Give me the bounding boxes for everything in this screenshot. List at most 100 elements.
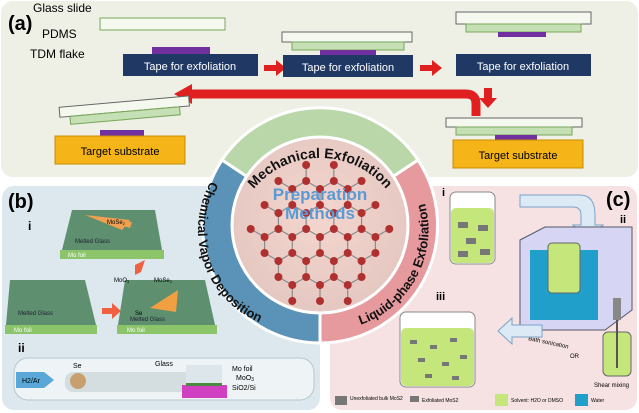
arrow-right-icon [264,60,286,76]
mo-foil [117,325,217,334]
shear-mixer-shaft [616,320,618,368]
pdms-label: PDMS [42,27,77,41]
mose2-triangle [150,290,178,312]
tdm-flake [320,50,376,55]
lattice-atom [371,233,380,241]
mo-foil-label: Mo foil [68,253,86,259]
exfoliated-mos2-flakes [410,338,467,380]
glass-slide [455,11,592,25]
hexagonal-lattice [246,161,394,305]
lattice-atom [274,177,283,185]
tape-label: Tape for exfoliation [144,61,236,73]
legend-item: Exfoliated MoS2 [422,398,459,404]
target-substrate [452,139,584,169]
solvent [401,328,474,386]
lattice-atom [274,257,283,265]
lattice-atom [246,225,255,233]
arrow-up-icon [135,260,145,275]
lattice-atom [329,161,338,169]
lattice-atom [288,281,297,289]
lattice-atom [288,297,297,305]
melted-glass-label: Melted Glass [18,311,53,317]
shear-mixing-label: Shear mixing [594,383,629,389]
lattice-atom [329,209,338,217]
legend-item: Unexfoliated bulk MoS2 [350,396,403,402]
legend-item: Solvent: H2O or DMSO [511,398,563,404]
arrow-down-icon [479,88,497,108]
panel-a-label: (a) [8,13,32,35]
lattice-atom [302,209,311,217]
target-substrate-label: Target substrate [479,150,558,162]
sio2si-label: SiO2/Si [232,385,256,392]
mose2-label: MoSe2 [154,278,173,284]
mose2-label: MoSe2 [107,220,126,226]
legend-swatch-solvent [495,394,508,406]
lattice-atom [302,225,311,233]
panel-c-label: (c) [606,189,630,211]
pdms [291,41,405,51]
se-label: Se [135,311,143,317]
mo-foil [5,325,97,334]
glass-slide [445,117,583,128]
lattice-atom [260,233,269,241]
lattice-atom [302,273,311,281]
lattice-atom [357,177,366,185]
lattice-atom [316,233,324,241]
lattice-atom [316,201,324,209]
target-substrate [54,135,186,165]
pdms [69,106,181,125]
glass-block [186,365,222,383]
h2ar-label: H2/Ar [22,378,41,385]
beaker-ii [547,242,581,294]
moo3-label: MoO3 [236,375,254,383]
lattice-atom [274,209,283,217]
se-label: Se [73,363,82,370]
lattice-atom [343,233,352,241]
lattice-atom [274,273,283,281]
tape-label: Tape for exfoliation [477,61,569,73]
panel-b-label: (b) [8,191,34,213]
or-label: OR [570,354,580,360]
lattice-atom [329,257,338,265]
sub-label-i: i [28,219,31,233]
gas-flow-arrow [16,372,54,388]
sub-label-iii: iii [436,291,445,303]
melted-glass-label: Melted Glass [75,239,110,245]
lattice-atom [260,249,269,257]
lattice-atom [371,249,380,257]
lattice-atom [329,225,338,233]
lattice-atom [302,177,311,185]
lattice-atom [274,225,283,233]
lattice-atom [329,273,338,281]
tdm-flake-label: TDM flake [30,47,85,61]
shear-mixer-motor [613,298,621,320]
legend-swatch-exfoliated [410,396,419,402]
lattice-atom [343,185,352,193]
sub-label-i: i [442,187,445,199]
sub-label-ii: ii [620,214,626,226]
tdm-flake [495,135,537,140]
mo-foil-label: Mo foil [232,366,253,373]
moo3-label: MoO3 [114,278,130,284]
melted-glass-label: Melted Glass [130,317,165,323]
center-title-line2: Methods [285,204,355,223]
glass-slide-label: Glass slide [33,1,92,15]
mo-foil-label: Mo foil [14,328,32,334]
legend: Unexfoliated bulk MoS2 Exfoliated MoS2 S… [335,394,604,406]
lattice-atom [288,249,297,257]
lattice-atom [343,281,352,289]
lattice-atom [357,225,366,233]
pdms [455,126,573,136]
mo-foil [60,250,164,259]
pdms [465,23,582,33]
lattice-atom [329,177,338,185]
lattice-atom [343,297,352,305]
lattice-atom [357,257,366,265]
target-substrate-label: Target substrate [81,146,160,158]
tdm-flake [498,32,546,37]
mo-foil [186,383,222,386]
legend-item: Water [591,398,604,404]
lattice-atom [316,185,324,193]
return-arrow [190,89,481,116]
